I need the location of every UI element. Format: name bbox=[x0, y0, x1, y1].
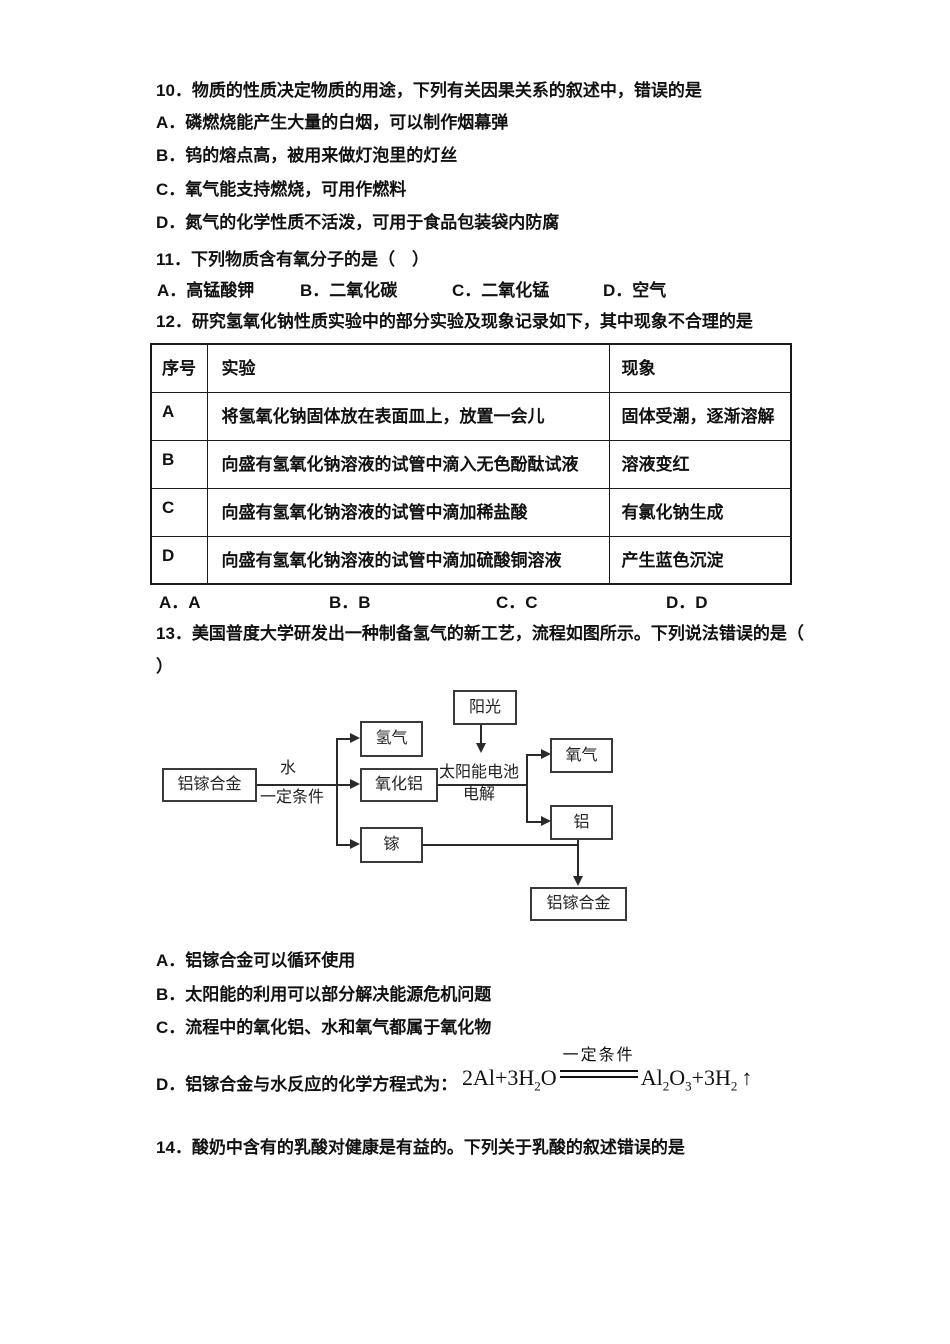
eq-lhs: 2Al+3H2O bbox=[462, 1065, 557, 1094]
flow-line bbox=[438, 784, 527, 786]
node-hydrogen: 氢气 bbox=[360, 721, 423, 757]
node-aluminum: 铝 bbox=[550, 805, 613, 840]
label-water: 水 bbox=[280, 760, 297, 777]
flow-diagram: 铝镓合金 氢气 氧化铝 镓 阳光 氧气 铝 铝镓合金 水 一定条件 太阳能电池 … bbox=[150, 685, 670, 935]
flow-line bbox=[527, 754, 541, 756]
q13-option-c: C．流程中的氧化铝、水和氧气都属于氧化物 bbox=[156, 1018, 492, 1037]
q10-stem: 10．物质的性质决定物质的用途，下列有关因果关系的叙述中，错误的是 bbox=[156, 81, 702, 100]
label-solar-cell: 太阳能电池 bbox=[439, 764, 520, 781]
q11-stem: 11．下列物质含有氧分子的是（ ） bbox=[156, 250, 429, 269]
flow-line bbox=[480, 725, 482, 745]
q11-option-d: D．空气 bbox=[603, 281, 667, 300]
flow-line bbox=[577, 840, 579, 877]
arrowhead-down-icon bbox=[573, 876, 583, 886]
eq-condition-text: 一定条件 bbox=[562, 1047, 635, 1064]
table-header-row: 序号 实验 现象 bbox=[150, 343, 792, 393]
q13-stem-line1: 13．美国普度大学研发出一种制备氢气的新工艺，流程如图所示。下列说法错误的是（ bbox=[156, 624, 804, 643]
table-row: B 向盛有氢氧化钠溶液的试管中滴入无色酚酞试液 溶液变红 bbox=[150, 439, 792, 489]
table-cell: 将氢氧化钠固体放在表面皿上，放置一会儿 bbox=[206, 391, 610, 441]
q13-option-b: B．太阳能的利用可以部分解决能源危机问题 bbox=[156, 985, 492, 1004]
q14-stem: 14．酸奶中含有的乳酸对健康是有益的。下列关于乳酸的叙述错误的是 bbox=[156, 1138, 685, 1157]
q11-option-a: A．高锰酸钾 bbox=[157, 281, 255, 300]
label-electrolysis: 电解 bbox=[463, 786, 496, 803]
q12-stem: 12．研究氢氧化钠性质实验中的部分实验及现象记录如下，其中现象不合理的是 bbox=[156, 312, 753, 331]
table-cell: D bbox=[150, 535, 208, 585]
q12-answer-c: C．C bbox=[496, 593, 538, 612]
node-gallium: 镓 bbox=[360, 827, 423, 863]
flow-line bbox=[526, 754, 528, 823]
table-cell: 溶液变红 bbox=[608, 439, 792, 489]
eq-condition-block: 一定条件 bbox=[559, 1047, 638, 1078]
table-cell: 向盛有氢氧化钠溶液的试管中滴加稀盐酸 bbox=[206, 487, 610, 537]
flow-line bbox=[257, 784, 351, 786]
node-alloy-left: 铝镓合金 bbox=[162, 768, 257, 802]
eq-double-bar bbox=[559, 1070, 638, 1078]
header-cell-phenomenon: 现象 bbox=[608, 343, 792, 393]
table-cell: 向盛有氢氧化钠溶液的试管中滴加硫酸铜溶液 bbox=[206, 535, 610, 585]
table-cell: 产生蓝色沉淀 bbox=[608, 535, 792, 585]
table-cell: C bbox=[150, 487, 208, 537]
gas-up-arrow: ↑ bbox=[741, 1065, 753, 1090]
eq-rhs: Al2O3+3H2↑ bbox=[640, 1065, 753, 1094]
table-row: C 向盛有氢氧化钠溶液的试管中滴加稀盐酸 有氯化钠生成 bbox=[150, 487, 792, 537]
q12-table: 序号 实验 现象 A 将氢氧化钠固体放在表面皿上，放置一会儿 固体受潮，逐渐溶解… bbox=[150, 343, 792, 585]
table-cell: B bbox=[150, 439, 208, 489]
table-row: A 将氢氧化钠固体放在表面皿上，放置一会儿 固体受潮，逐渐溶解 bbox=[150, 391, 792, 441]
arrowhead-right-icon bbox=[350, 839, 360, 849]
q10-option-b: B．钨的熔点高，被用来做灯泡里的灯丝 bbox=[156, 146, 458, 165]
arrowhead-right-icon bbox=[350, 733, 360, 743]
chemical-equation: 2Al+3H2O 一定条件 Al2O3+3H2↑ bbox=[462, 1047, 753, 1094]
node-sunlight: 阳光 bbox=[453, 690, 517, 725]
node-alumina: 氧化铝 bbox=[360, 768, 438, 802]
q10-option-d: D．氮气的化学性质不活泼，可用于食品包装袋内防腐 bbox=[156, 213, 560, 232]
table-row: D 向盛有氢氧化钠溶液的试管中滴加硫酸铜溶液 产生蓝色沉淀 bbox=[150, 535, 792, 585]
q10-option-c: C．氧气能支持燃烧，可用作燃料 bbox=[156, 180, 407, 199]
flow-line bbox=[527, 821, 541, 823]
q13-option-a: A．铝镓合金可以循环使用 bbox=[156, 951, 356, 970]
arrowhead-down-icon bbox=[476, 743, 486, 753]
flow-line bbox=[423, 844, 579, 846]
q13-option-d-label: D．铝镓合金与水反应的化学方程式为： bbox=[156, 1075, 458, 1094]
header-cell-experiment: 实验 bbox=[206, 343, 610, 393]
q11-option-c: C．二氧化锰 bbox=[452, 281, 550, 300]
flow-line bbox=[337, 844, 350, 846]
flow-line bbox=[337, 738, 350, 740]
q12-answer-d: D．D bbox=[666, 593, 708, 612]
q12-answer-b: B．B bbox=[329, 593, 371, 612]
header-cell-index: 序号 bbox=[150, 343, 208, 393]
q13-stem-line2: ） bbox=[156, 657, 173, 676]
table-cell: 向盛有氢氧化钠溶液的试管中滴入无色酚酞试液 bbox=[206, 439, 610, 489]
arrowhead-right-icon bbox=[350, 779, 360, 789]
node-oxygen: 氧气 bbox=[550, 738, 613, 773]
table-cell: A bbox=[150, 391, 208, 441]
arrowhead-right-icon bbox=[541, 749, 551, 759]
label-condition: 一定条件 bbox=[260, 789, 325, 806]
table-cell: 有氯化钠生成 bbox=[608, 487, 792, 537]
table-cell: 固体受潮，逐渐溶解 bbox=[608, 391, 792, 441]
flow-line bbox=[336, 738, 338, 846]
arrowhead-right-icon bbox=[541, 816, 551, 826]
q10-option-a: A．磷燃烧能产生大量的白烟，可以制作烟幕弹 bbox=[156, 113, 509, 132]
q12-answer-a: A．A bbox=[159, 593, 201, 612]
q11-option-b: B．二氧化碳 bbox=[300, 281, 398, 300]
node-alloy-bottom: 铝镓合金 bbox=[530, 887, 627, 921]
